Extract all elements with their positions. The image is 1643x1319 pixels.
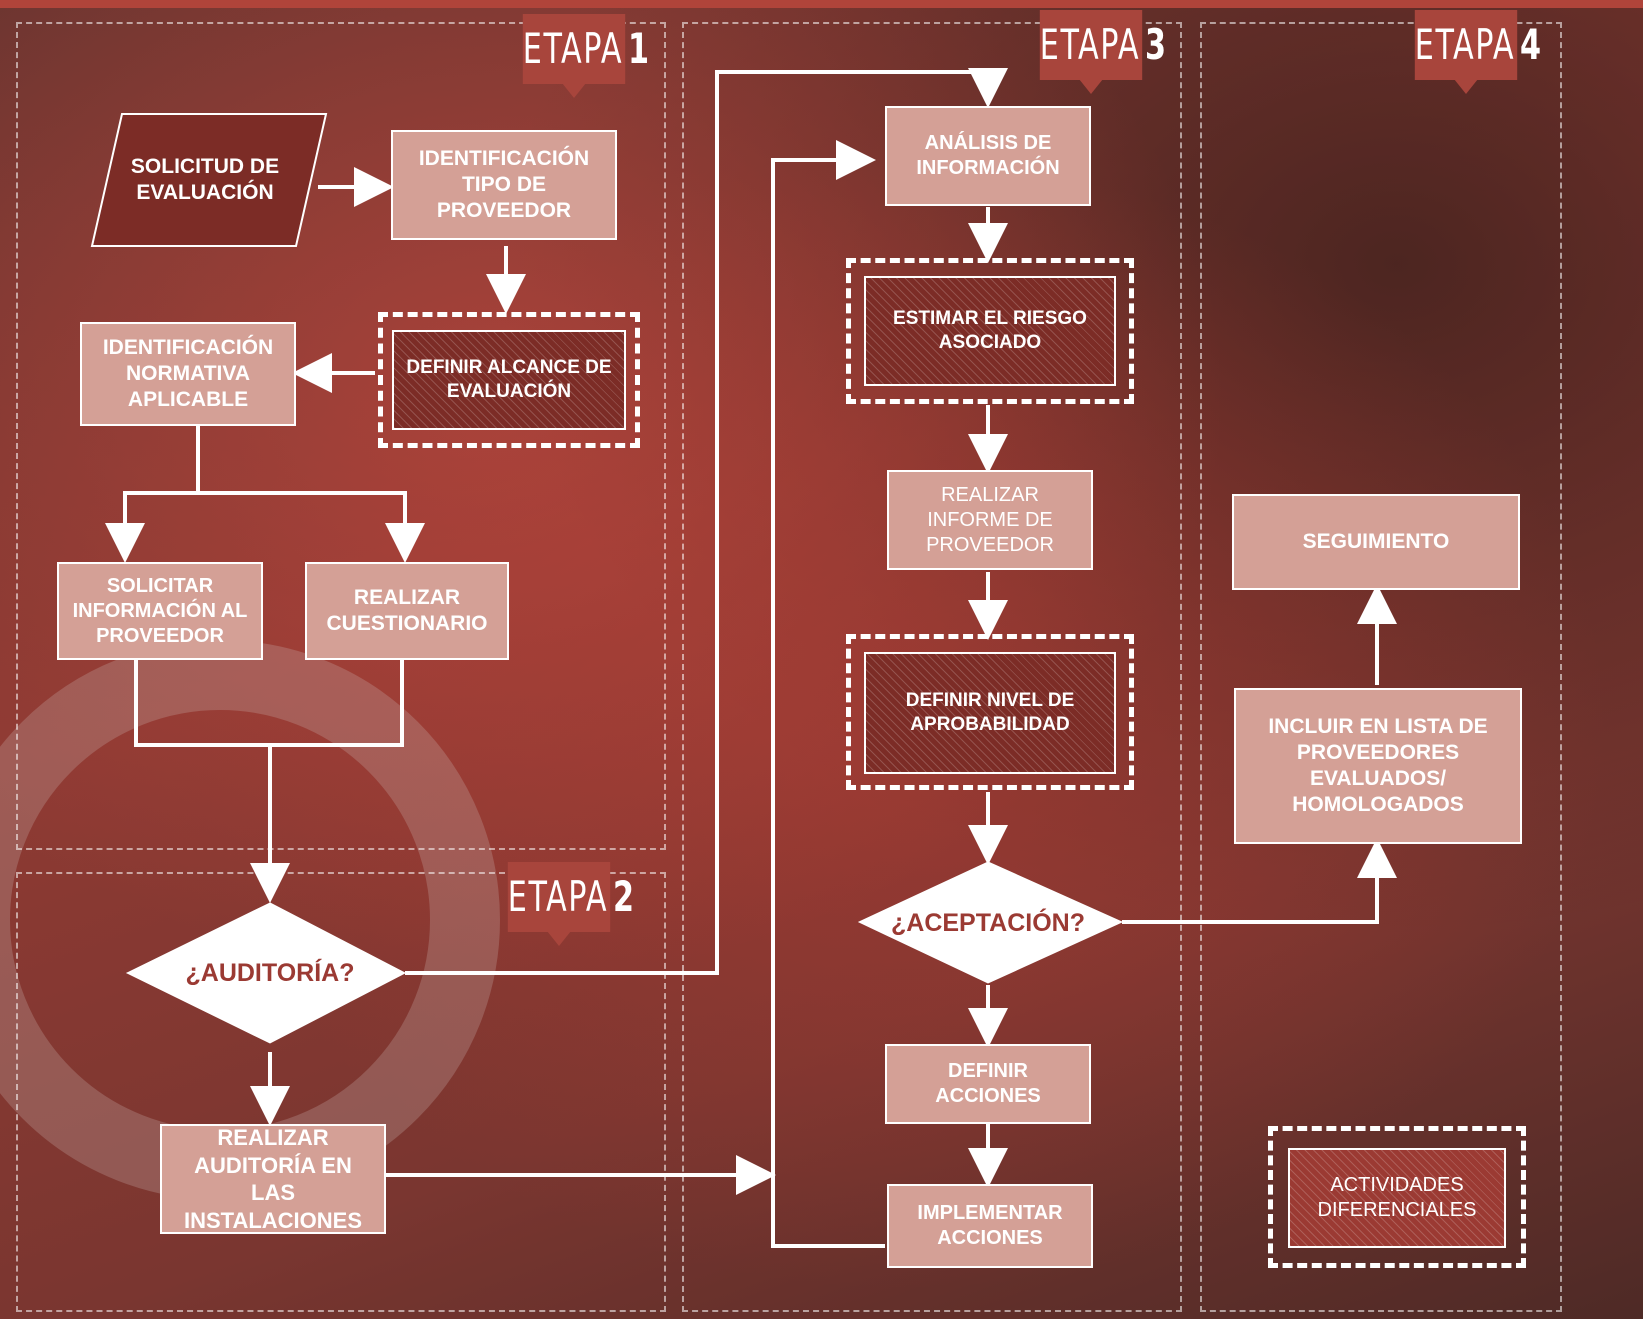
estimar-riesgo-node: ESTIMAR EL RIESGO ASOCIADO <box>864 276 1116 386</box>
alcance-dashed-frame <box>378 312 640 448</box>
arrow-to-cuestionario <box>198 491 425 563</box>
definir-nivel-node: DEFINIR NIVEL DE APROBABILIDAD <box>864 652 1116 774</box>
arrow-to-solicitar <box>105 491 198 563</box>
legend-dashed-frame <box>1268 1126 1526 1268</box>
seguimiento-node: SEGUIMIENTO <box>1232 494 1520 590</box>
stage-2-frame <box>16 872 666 1312</box>
arrow-implementar-loop-to-analisis <box>771 140 885 1248</box>
aprobabilidad-dashed-frame <box>846 634 1134 790</box>
stage-4-frame <box>1200 22 1562 1312</box>
actividades-diferenciales-legend: ACTIVIDADES DIFERENCIALES <box>1288 1148 1506 1248</box>
top-bar <box>0 0 1643 8</box>
realizar-cuestionario-node: REALIZAR CUESTIONARIO <box>305 562 509 660</box>
realizar-informe-node: REALIZAR INFORME DE PROVEEDOR <box>887 470 1093 570</box>
auditoria-diamond <box>125 902 407 1044</box>
realizar-auditoria-node: REALIZAR AUDITORÍA EN LAS INSTALACIONES <box>160 1124 386 1234</box>
arrow-aceptacion-to-incluir <box>1122 838 1397 924</box>
implementar-acciones-node: IMPLEMENTAR ACCIONES <box>887 1184 1093 1268</box>
solicitud-evaluacion-node: SOLICITUD DE EVALUACIÓN <box>130 154 280 204</box>
identificacion-normativa-node: IDENTIFICACIÓN NORMATIVA APLICABLE <box>80 322 296 426</box>
definir-alcance-node: DEFINIR ALCANCE DE EVALUACIÓN <box>392 330 626 430</box>
auditoria-question: ¿AUDITORÍA? <box>185 958 355 987</box>
riesgo-dashed-frame <box>846 258 1134 404</box>
solicitud-parallelogram <box>90 113 328 247</box>
incluir-lista-node: INCLUIR EN LISTA DE PROVEEDORES EVALUADO… <box>1234 688 1522 844</box>
stage-3-frame <box>682 22 1182 1312</box>
stage-1-frame <box>16 22 666 850</box>
identificacion-tipo-proveedor-node: IDENTIFICACIÓN TIPO DE PROVEEDOR <box>391 130 617 240</box>
aceptacion-diamond <box>857 861 1124 984</box>
arrow-auditoria-no-to-analisis <box>405 68 1008 975</box>
solicitar-informacion-node: SOLICITAR INFORMACIÓN AL PROVEEDOR <box>57 562 263 660</box>
definir-acciones-node: DEFINIR ACCIONES <box>885 1044 1091 1124</box>
aceptacion-question: ¿ACEPTACIÓN? <box>891 908 1085 937</box>
analisis-informacion-node: ANÁLISIS DE INFORMACIÓN <box>885 106 1091 206</box>
line-merge-to-auditoria <box>134 660 404 747</box>
solicitar-informacion-label: SOLICITAR INFORMACIÓN AL PROVEEDOR <box>72 574 248 647</box>
